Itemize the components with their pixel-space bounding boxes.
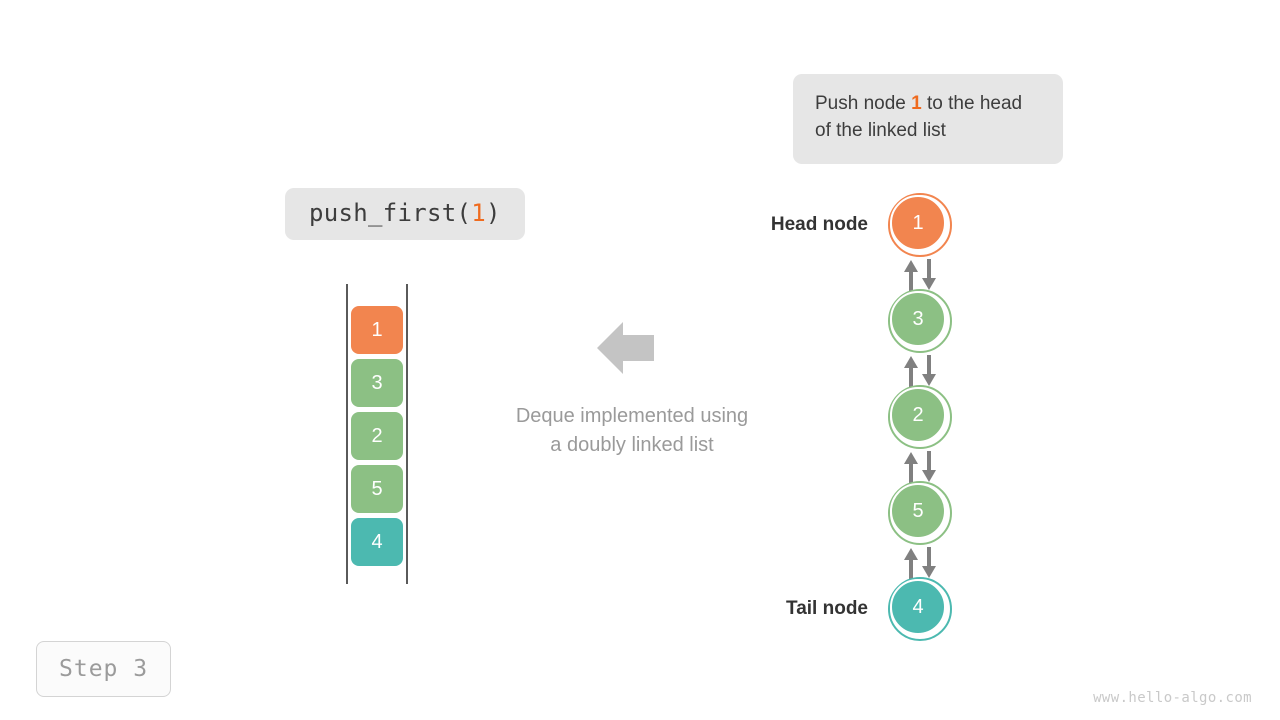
stack-cell-value: 3 bbox=[371, 371, 383, 394]
linked-list-node: 2 bbox=[888, 385, 952, 449]
watermark: www.hello-algo.com bbox=[1093, 690, 1252, 706]
prev-pointer-arrow-up bbox=[904, 260, 918, 291]
node-circle: 5 bbox=[890, 483, 946, 539]
stack-cell-value: 2 bbox=[371, 424, 383, 447]
node-circle: 1 bbox=[890, 195, 946, 251]
callout-suffix: to the head of the linked list bbox=[815, 93, 1023, 141]
linked-list-node: 5 bbox=[888, 481, 952, 545]
stack-cell-value: 5 bbox=[371, 477, 383, 500]
tail-node-label: Tail node bbox=[786, 598, 868, 619]
node-circle: 2 bbox=[890, 387, 946, 443]
node-value: 1 bbox=[912, 211, 924, 234]
stack-rail-left bbox=[346, 284, 348, 584]
prev-pointer-arrow-up bbox=[904, 548, 918, 579]
node-link-arrows bbox=[888, 259, 952, 291]
stack-cell: 5 bbox=[351, 465, 403, 513]
method-call-chip: push_first(1) bbox=[285, 188, 525, 240]
node-value: 4 bbox=[912, 595, 924, 618]
stack-rail-right bbox=[406, 284, 408, 584]
node-link-arrows bbox=[888, 547, 952, 579]
linked-list-node: 4 bbox=[888, 577, 952, 641]
next-pointer-arrow-down bbox=[922, 259, 936, 290]
stack-cell-value: 1 bbox=[371, 318, 383, 341]
node-circle: 4 bbox=[890, 579, 946, 635]
method-name: push_first( bbox=[309, 199, 472, 227]
stack-cell-value: 4 bbox=[371, 530, 383, 553]
stack-cell-list: 1 3 2 5 4 bbox=[351, 306, 403, 571]
linked-list-node: 3 bbox=[888, 289, 952, 353]
step-badge: Step 3 bbox=[36, 641, 172, 697]
caption-line-1: Deque implemented using bbox=[515, 405, 749, 427]
stack-cell: 3 bbox=[351, 359, 403, 407]
stack-cell: 1 bbox=[351, 306, 403, 354]
node-value: 2 bbox=[912, 403, 924, 426]
doubly-linked-list: 1 3 2 5 4 bbox=[888, 193, 952, 641]
node-link-arrows bbox=[888, 355, 952, 387]
next-pointer-arrow-down bbox=[922, 451, 936, 482]
method-close-paren: ) bbox=[486, 199, 501, 227]
node-value: 5 bbox=[912, 499, 924, 522]
linked-list-node: 1 bbox=[888, 193, 952, 257]
node-circle: 3 bbox=[890, 291, 946, 347]
diagram-caption: Deque implemented using a doubly linked … bbox=[452, 402, 812, 460]
arrow-left-icon bbox=[597, 322, 654, 374]
callout-prefix: Push node bbox=[815, 93, 912, 114]
prev-pointer-arrow-up bbox=[904, 356, 918, 387]
next-pointer-arrow-down bbox=[922, 355, 936, 386]
stack-cell: 4 bbox=[351, 518, 403, 566]
head-node-label: Head node bbox=[770, 214, 868, 235]
next-pointer-arrow-down bbox=[922, 547, 936, 578]
stack-cell: 2 bbox=[351, 412, 403, 460]
node-value: 3 bbox=[912, 307, 924, 330]
callout-bubble: Push node 1 to the head of the linked li… bbox=[793, 74, 1063, 164]
caption-line-2: a doubly linked list bbox=[550, 434, 714, 456]
prev-pointer-arrow-up bbox=[904, 452, 918, 483]
method-argument: 1 bbox=[471, 199, 486, 227]
node-link-arrows bbox=[888, 451, 952, 483]
deque-stack: 1 3 2 5 4 bbox=[346, 284, 408, 584]
callout-highlight-value: 1 bbox=[911, 93, 922, 114]
